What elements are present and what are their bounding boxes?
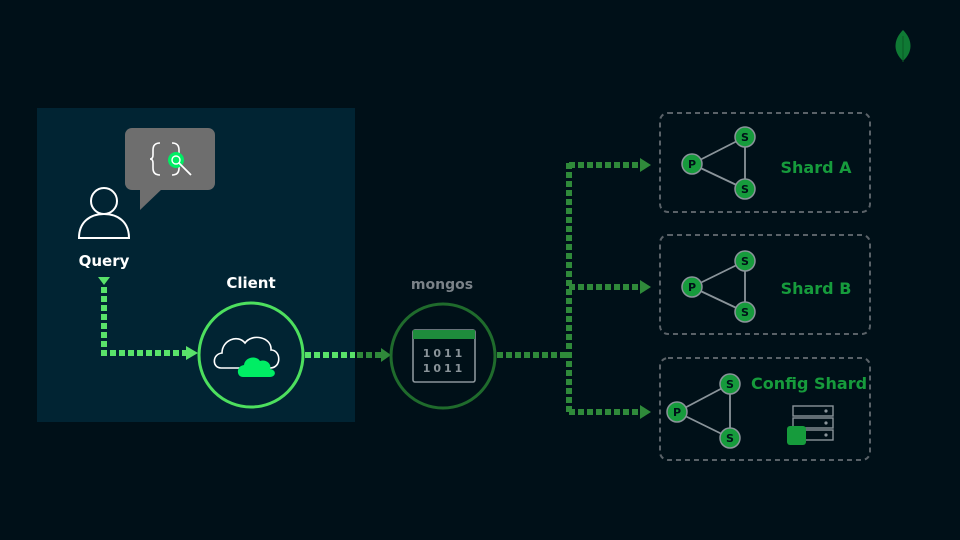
shard-a-box: P S S Shard A xyxy=(659,112,871,213)
node-label: P xyxy=(673,406,681,419)
client-label: Client xyxy=(226,274,275,292)
primary-node xyxy=(681,153,703,175)
terminal-icon: 1011 1011 xyxy=(412,329,476,383)
shard-a-label: Shard A xyxy=(780,158,852,177)
client-node xyxy=(197,301,305,409)
primary-node xyxy=(681,276,703,298)
mongos-label: mongos xyxy=(411,277,473,293)
shard-b-label: Shard B xyxy=(781,279,852,298)
node-label: S xyxy=(741,306,749,319)
node-label: P xyxy=(688,158,696,171)
query-bubble-icon xyxy=(125,128,215,210)
secondary-node xyxy=(719,427,741,449)
shard-arrowheads xyxy=(640,158,651,419)
cloud-icon xyxy=(213,336,280,377)
secondary-node xyxy=(734,126,756,148)
binary-row-1: 1011 xyxy=(423,347,466,360)
node-label: S xyxy=(726,432,734,445)
leaf-icon xyxy=(895,30,911,62)
user-icon xyxy=(77,187,131,239)
config-shard-label: Config Shard xyxy=(751,374,867,393)
primary-node xyxy=(666,401,688,423)
query-to-client-connector xyxy=(98,277,198,360)
node-label: S xyxy=(741,183,749,196)
client-to-mongos-connector xyxy=(305,348,391,362)
node-label: S xyxy=(741,255,749,268)
node-label: P xyxy=(688,281,696,294)
secondary-node xyxy=(734,178,756,200)
secondary-node xyxy=(734,301,756,323)
query-label: Query xyxy=(79,252,130,270)
secondary-node xyxy=(719,373,741,395)
config-shard-box: P S S Config Shard xyxy=(659,357,871,461)
node-label: S xyxy=(741,131,749,144)
binary-row-2: 1011 xyxy=(423,362,466,375)
server-icon xyxy=(787,405,834,445)
secondary-node xyxy=(734,250,756,272)
shard-b-box: P S S Shard B xyxy=(659,234,871,335)
mongos-to-shards-connector xyxy=(497,162,640,415)
node-label: S xyxy=(726,378,734,391)
